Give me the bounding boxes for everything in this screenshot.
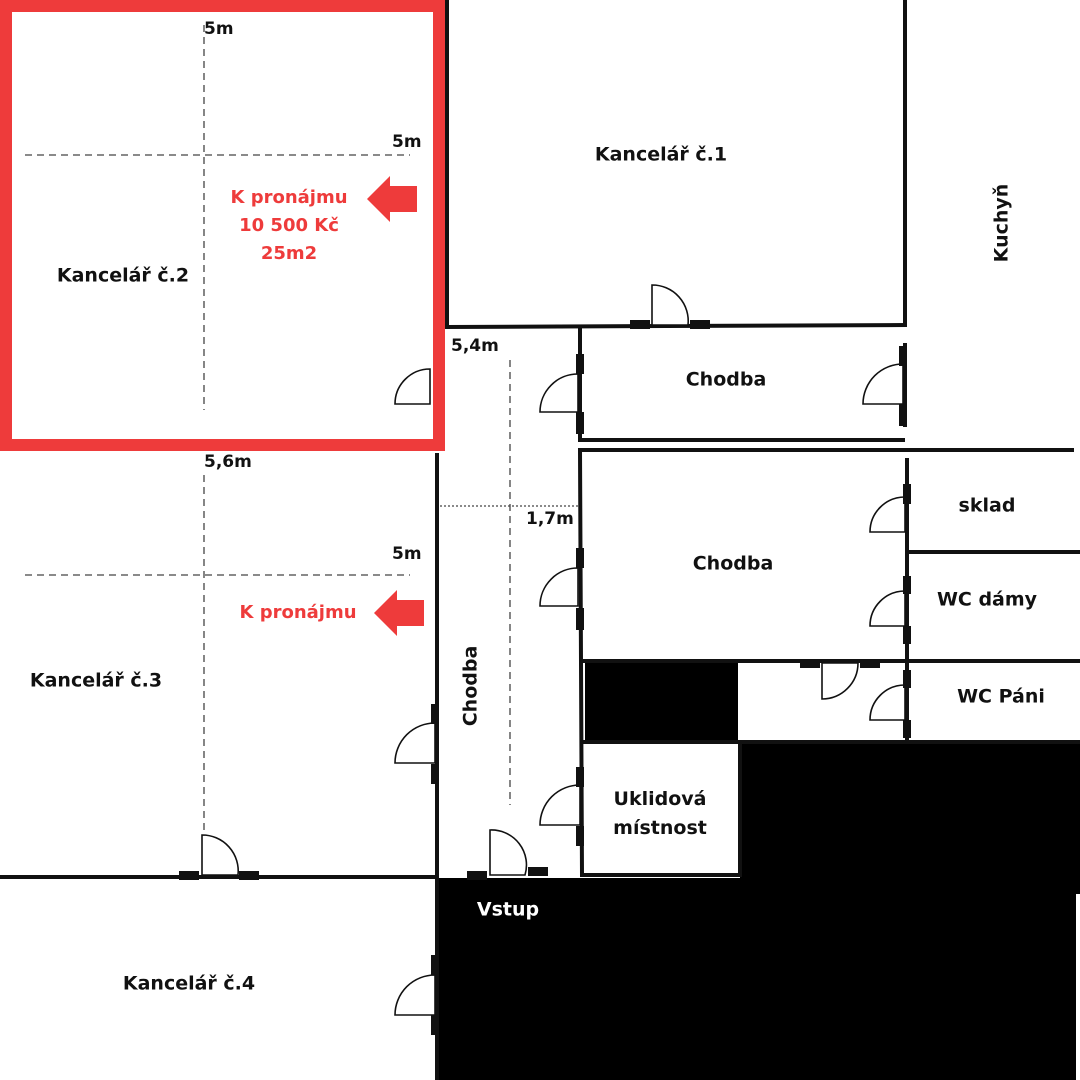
- door-corridor-middle: [539, 567, 579, 607]
- arrow-icon-office3: [374, 590, 424, 636]
- door-jambs: [179, 320, 911, 1035]
- arrow-icon-office2: [367, 176, 417, 222]
- rental-highlight-frame: [0, 0, 445, 451]
- door-cleaning: [539, 784, 581, 826]
- black-area-block: [585, 661, 738, 741]
- door-storage: [869, 496, 906, 533]
- door-office1: [651, 284, 690, 326]
- door-wc-women: [869, 590, 906, 627]
- door-office3-bottom: [201, 834, 240, 876]
- door-entrance: [489, 829, 528, 876]
- door-wc-men: [869, 684, 906, 721]
- door-wc-corridor: [821, 662, 859, 700]
- door-corridor-top-left: [539, 373, 579, 413]
- black-area-right: [740, 742, 1080, 894]
- door-office3: [394, 722, 436, 764]
- dimension-lines: [25, 25, 580, 870]
- door-office2: [394, 368, 431, 405]
- doors: [201, 284, 906, 1016]
- door-office4: [394, 974, 436, 1016]
- door-kitchen: [862, 363, 904, 405]
- black-area-entrance: [437, 878, 1076, 1080]
